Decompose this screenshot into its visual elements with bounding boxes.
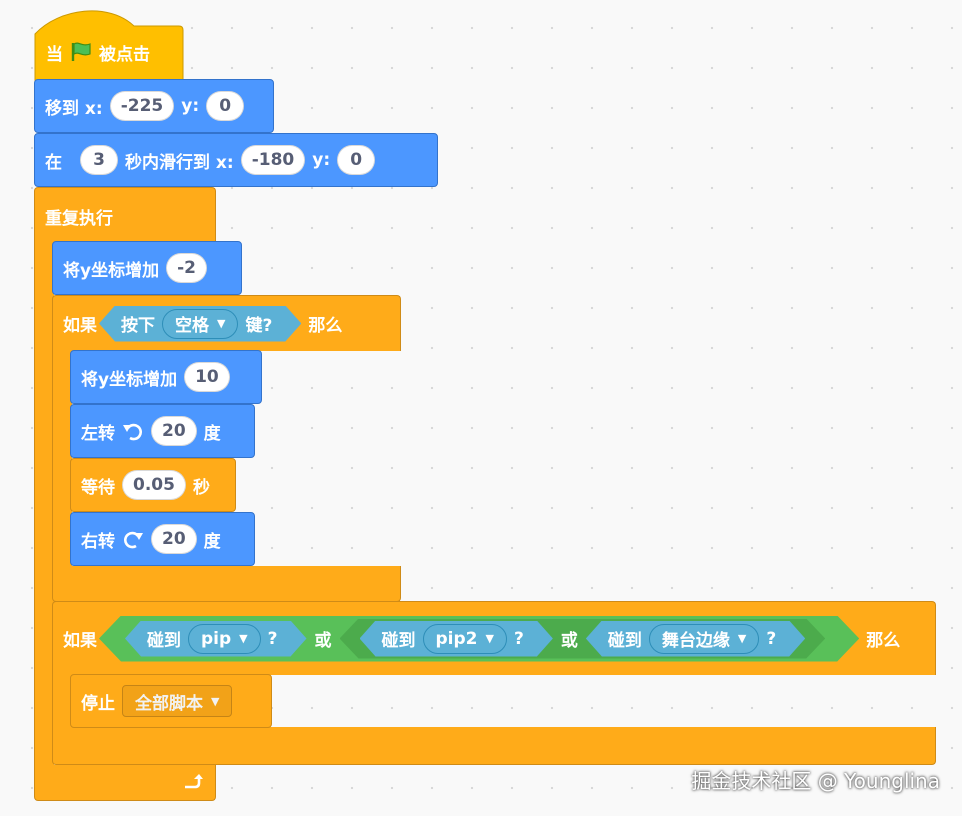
glide-y-input[interactable]: 0: [337, 145, 376, 175]
touching-condition-3[interactable]: 碰到 舞台边缘 ▼ ?: [586, 621, 805, 657]
touching-2-label: 碰到: [381, 631, 416, 651]
if-1-then-label: 那么: [308, 316, 343, 336]
turn-left-unit: 度: [203, 423, 221, 444]
if-block-1-bottom[interactable]: [52, 566, 401, 602]
if-block-2-bottom[interactable]: [52, 727, 936, 765]
change-y-1-label: 将y坐标增加: [63, 260, 160, 281]
turn-right-block[interactable]: 右转 20 度: [70, 512, 255, 566]
change-y-2-input[interactable]: 10: [184, 362, 230, 392]
chevron-down-icon: ▼: [217, 317, 226, 330]
key-dropdown-value: 空格: [175, 316, 209, 336]
key-dropdown[interactable]: 空格 ▼: [162, 309, 238, 339]
stop-option-dropdown[interactable]: 全部脚本 ▼: [122, 685, 233, 717]
forever-label: 重复执行: [45, 209, 113, 229]
chevron-down-icon: ▼: [485, 632, 494, 645]
change-y-2-label: 将y坐标增加: [81, 369, 178, 390]
if-2-then-label: 那么: [866, 631, 901, 651]
glide-y-label: y:: [312, 150, 331, 170]
change-y-block-1[interactable]: 将y坐标增加 -2: [52, 241, 242, 295]
forever-block-arm: [34, 240, 54, 768]
wait-block[interactable]: 等待 0.05 秒: [70, 458, 236, 512]
or-operator-inner[interactable]: 碰到 pip2 ▼ ? 或 碰到 舞台边缘 ▼ ?: [340, 619, 826, 659]
touching-1-label: 碰到: [147, 631, 181, 651]
watermark: 掘金技术社区 @ Younglina: [691, 769, 940, 793]
forever-block-bottom[interactable]: [34, 765, 216, 801]
if-block-1-top[interactable]: 如果 按下 空格 ▼ 键? 那么: [52, 295, 401, 351]
wait-unit: 秒: [192, 477, 210, 498]
forever-block-top[interactable]: 重复执行: [34, 187, 216, 242]
goto-x-input[interactable]: -225: [109, 91, 175, 121]
goto-xy-block[interactable]: 移到 x: -225 y: 0: [34, 79, 274, 133]
turn-left-input[interactable]: 20: [151, 416, 197, 446]
if-block-1-arm: [52, 350, 72, 568]
touching-2-qmark: ?: [513, 628, 524, 649]
turn-right-input[interactable]: 20: [151, 524, 197, 554]
stop-block[interactable]: 停止 全部脚本 ▼: [70, 674, 272, 728]
goto-label: 移到 x:: [45, 98, 103, 119]
touching-3-dropdown[interactable]: 舞台边缘 ▼: [649, 624, 759, 654]
change-y-block-2[interactable]: 将y坐标增加 10: [70, 350, 262, 404]
chevron-down-icon: ▼: [239, 632, 248, 645]
touching-1-value: pip: [201, 628, 232, 649]
if-2-label: 如果: [63, 631, 97, 651]
turn-left-block[interactable]: 左转 20 度: [70, 404, 255, 458]
or-operator-outer[interactable]: 碰到 pip ▼ ? 或 碰到 pip2 ▼ ? 或: [99, 616, 859, 662]
glide-x-input[interactable]: -180: [240, 145, 306, 175]
touching-3-qmark: ?: [766, 628, 777, 649]
glide-middle-label: 秒内滑行到 x:: [125, 152, 234, 173]
rotate-left-icon: [123, 423, 142, 441]
touching-condition-1[interactable]: 碰到 pip ▼ ?: [125, 621, 307, 657]
turn-right-label: 右转: [81, 531, 115, 552]
or-label-1: 或: [314, 631, 332, 651]
wait-input[interactable]: 0.05: [122, 470, 186, 500]
chevron-down-icon: ▼: [211, 694, 220, 708]
key-pressed-suffix: 键?: [245, 316, 273, 336]
touching-1-qmark: ?: [267, 628, 278, 649]
if-1-label: 如果: [63, 316, 97, 336]
goto-y-label: y:: [181, 96, 200, 116]
if-block-2-arm: [52, 673, 72, 729]
turn-right-unit: 度: [203, 531, 221, 552]
glide-secs-input[interactable]: 3: [80, 145, 118, 175]
touching-2-dropdown[interactable]: pip2 ▼: [423, 624, 507, 654]
touching-3-value: 舞台边缘: [661, 631, 730, 651]
change-y-1-input[interactable]: -2: [166, 253, 207, 283]
key-pressed-label: 按下: [121, 316, 155, 336]
touching-1-dropdown[interactable]: pip ▼: [188, 624, 261, 654]
touching-2-value: pip2: [435, 628, 478, 649]
goto-y-input[interactable]: 0: [206, 91, 245, 121]
glide-block[interactable]: 在 3 秒内滑行到 x: -180 y: 0: [34, 133, 438, 187]
turn-left-label: 左转: [81, 423, 115, 444]
hat-when-label: 当: [46, 44, 63, 65]
green-flag-icon: [71, 42, 91, 61]
stop-option-value: 全部脚本: [135, 693, 203, 714]
chevron-down-icon: ▼: [737, 632, 747, 645]
loop-arrow-icon: [185, 774, 203, 789]
key-pressed-condition[interactable]: 按下 空格 ▼ 键?: [99, 306, 301, 342]
or-label-2: 或: [560, 631, 578, 651]
if-block-2-top[interactable]: 如果 碰到 pip ▼ ? 或 碰到 pip2 ▼ ?: [52, 601, 936, 675]
touching-condition-2[interactable]: 碰到 pip2 ▼ ?: [360, 621, 553, 657]
hat-clicked-label: 被点击: [99, 44, 150, 65]
when-flag-clicked-block[interactable]: 当 被点击: [34, 26, 184, 78]
touching-3-label: 碰到: [607, 631, 642, 651]
glide-prefix-label: 在: [45, 152, 62, 173]
wait-label: 等待: [81, 477, 115, 498]
rotate-right-icon: [124, 531, 143, 549]
stop-label: 停止: [81, 693, 115, 714]
